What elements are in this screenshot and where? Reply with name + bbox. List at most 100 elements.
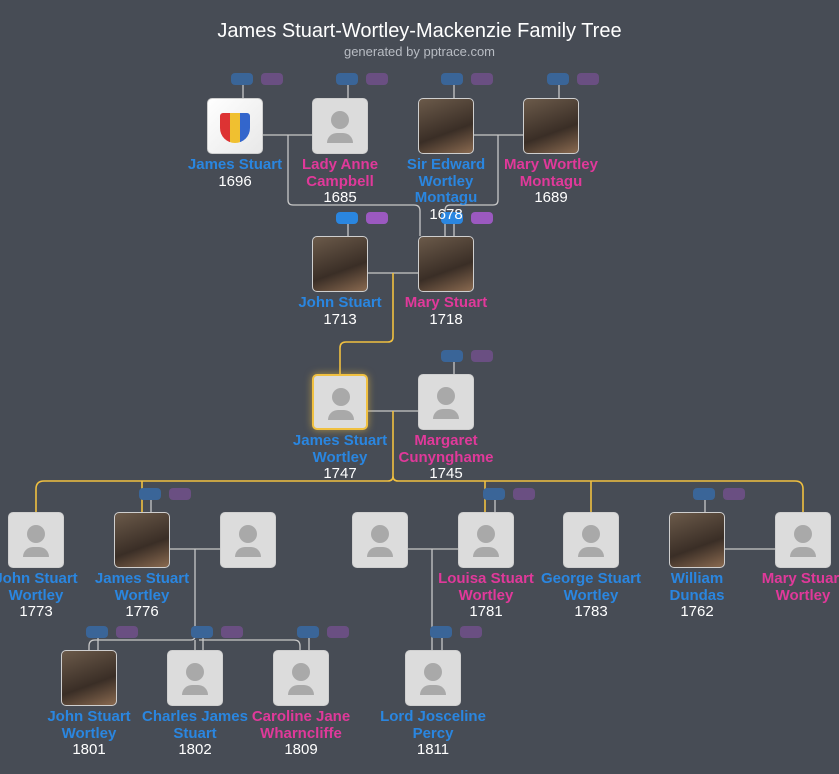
expand-father-button[interactable] — [336, 73, 358, 85]
person-name[interactable]: Charles James Stuart — [142, 708, 248, 742]
person-name[interactable]: John Stuart Wortley — [0, 570, 78, 604]
person-name[interactable]: James Stuart Wortley — [292, 432, 388, 466]
avatar-shoulders — [327, 133, 353, 143]
person-portrait[interactable] — [207, 98, 263, 154]
person-name[interactable]: John Stuart Wortley — [47, 708, 131, 742]
person-name[interactable]: James Stuart Wortley — [94, 570, 190, 604]
expand-mother-button[interactable] — [723, 488, 745, 500]
person-name[interactable]: James Stuart — [187, 156, 283, 173]
expand-mother-button[interactable] — [460, 626, 482, 638]
person-portrait[interactable] — [669, 512, 725, 568]
person-name[interactable]: Mary Stuart — [404, 294, 488, 311]
expand-father-button[interactable] — [693, 488, 715, 500]
birth-year: 1783 — [574, 603, 608, 620]
avatar-head — [27, 525, 45, 543]
person-placeholder-icon[interactable] — [8, 512, 64, 568]
expand-mother-button[interactable] — [366, 73, 388, 85]
expand-father-button[interactable] — [139, 488, 161, 500]
expand-father-button[interactable] — [441, 212, 463, 224]
expand-father-button[interactable] — [191, 626, 213, 638]
person-portrait[interactable] — [523, 98, 579, 154]
expand-mother-button[interactable] — [366, 212, 388, 224]
expand-father-button[interactable] — [483, 488, 505, 500]
expand-mother-button[interactable] — [327, 626, 349, 638]
person-node-mary-stuart-wortley[interactable]: Mary Stuart Wortley — [748, 512, 839, 604]
couple-line — [444, 134, 523, 236]
expand-mother-button[interactable] — [261, 73, 283, 85]
expand-mother-button[interactable] — [169, 488, 191, 500]
expand-mother-button[interactable] — [577, 73, 599, 85]
person-placeholder-icon[interactable] — [458, 512, 514, 568]
person-name[interactable]: Lord Josceline Percy — [380, 708, 486, 742]
expand-father-button[interactable] — [441, 73, 463, 85]
birth-year: 1811 — [416, 741, 450, 758]
person-node-spouse-unknown-2[interactable] — [325, 512, 435, 568]
person-placeholder-icon[interactable] — [405, 650, 461, 706]
person-name[interactable]: Mary Wortley Montagu — [504, 156, 598, 190]
birth-year: 1762 — [680, 603, 714, 620]
person-placeholder-icon[interactable] — [563, 512, 619, 568]
person-name[interactable]: John Stuart — [298, 294, 382, 311]
person-name[interactable]: William Dundas — [669, 570, 725, 604]
person-portrait[interactable] — [312, 236, 368, 292]
avatar-shoulders — [328, 410, 354, 420]
person-portrait[interactable] — [114, 512, 170, 568]
expand-mother-button[interactable] — [221, 626, 243, 638]
person-portrait[interactable] — [418, 236, 474, 292]
person-name[interactable]: Margaret Cunynghame — [398, 432, 494, 466]
person-name[interactable]: Caroline Jane Wharncliffe — [251, 708, 351, 742]
page-title: James Stuart-Wortley-Mackenzie Family Tr… — [217, 20, 622, 42]
expand-mother-button[interactable] — [471, 73, 493, 85]
expand-father-button[interactable] — [441, 350, 463, 362]
expand-father-button[interactable] — [430, 626, 452, 638]
avatar-shoulders — [288, 685, 314, 695]
person-placeholder-icon[interactable] — [352, 512, 408, 568]
person-node-spouse-unknown-1[interactable] — [193, 512, 303, 568]
birth-year: 1696 — [218, 172, 252, 190]
person-placeholder-icon[interactable] — [312, 374, 368, 430]
expand-father-button[interactable] — [86, 626, 108, 638]
person-name[interactable]: Mary Stuart Wortley — [761, 570, 839, 604]
expand-father-button[interactable] — [547, 73, 569, 85]
expand-mother-button[interactable] — [116, 626, 138, 638]
expand-mother-button[interactable] — [471, 350, 493, 362]
birth-year: 1713 — [323, 310, 357, 328]
expand-mother-button[interactable] — [471, 212, 493, 224]
person-placeholder-icon[interactable] — [418, 374, 474, 430]
person-name[interactable]: Louisa Stuart Wortley — [438, 570, 534, 604]
person-placeholder-icon[interactable] — [273, 650, 329, 706]
birth-year: 1685 — [323, 189, 357, 206]
expand-father-button[interactable] — [336, 212, 358, 224]
expand-father-button[interactable] — [231, 73, 253, 85]
avatar-head — [424, 663, 442, 681]
person-name[interactable]: George Stuart Wortley — [540, 570, 642, 604]
expand-father-button[interactable] — [297, 626, 319, 638]
person-portrait[interactable] — [61, 650, 117, 706]
expand-mother-button[interactable] — [513, 488, 535, 500]
person-placeholder-icon[interactable] — [312, 98, 368, 154]
person-name[interactable]: Lady Anne Campbell — [301, 156, 379, 190]
person-placeholder-icon[interactable] — [167, 650, 223, 706]
person-portrait[interactable] — [418, 98, 474, 154]
person-placeholder-icon[interactable] — [220, 512, 276, 568]
avatar-head — [582, 525, 600, 543]
person-name[interactable]: Sir Edward Wortley Montagu — [406, 156, 486, 206]
person-placeholder-icon[interactable] — [775, 512, 831, 568]
